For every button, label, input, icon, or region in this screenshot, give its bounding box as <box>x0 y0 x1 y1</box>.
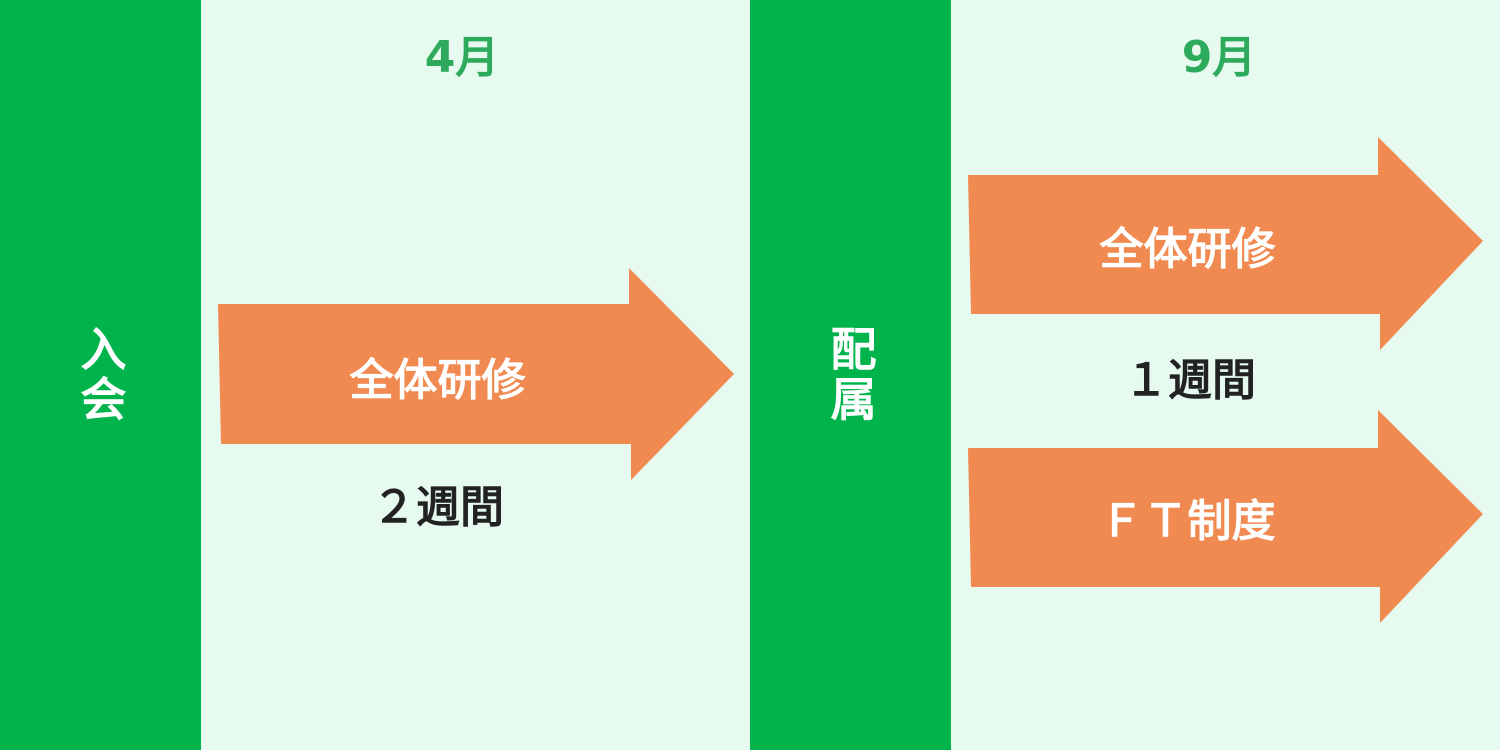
arrow-first-training <box>218 268 734 480</box>
phase-label-join: 入会 <box>73 325 128 425</box>
arrow-shape <box>968 137 1483 350</box>
duration-second: １週間 <box>1124 355 1256 406</box>
arrow-shape <box>968 410 1483 623</box>
phase-bar-join: 入会 <box>0 0 201 750</box>
duration-first: ２週間 <box>372 482 504 533</box>
arrow-second-label: 全体研修 <box>1099 224 1276 275</box>
phase-label-assignment: 配属 <box>823 325 878 425</box>
month-label-april: 4月 <box>424 32 500 83</box>
arrow-first-label: 全体研修 <box>349 355 526 406</box>
arrow-shape <box>218 268 734 480</box>
phase-bar-assignment: 配属 <box>750 0 951 750</box>
arrow-ft-system <box>968 410 1483 623</box>
arrow-ft-label: ＦＴ制度 <box>1099 496 1276 547</box>
arrow-second-training <box>968 137 1483 350</box>
month-label-september: 9月 <box>1181 32 1257 83</box>
